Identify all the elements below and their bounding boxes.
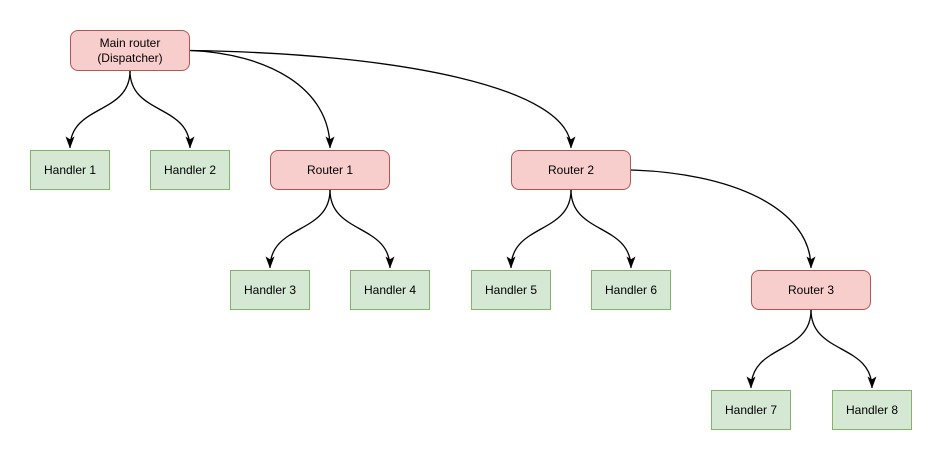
node-handler-2: Handler 2: [150, 150, 230, 190]
node-main-router-dispatcher: Main router (Dispatcher): [70, 30, 190, 71]
node-router-2: Router 2: [511, 150, 631, 190]
node-handler-3: Handler 3: [230, 270, 310, 310]
edge-r3-to-h7: [746, 309, 812, 389]
node-router-1: Router 1: [270, 150, 390, 190]
node-handler-4: Handler 4: [350, 270, 430, 310]
node-handler-1: Handler 1: [30, 150, 110, 190]
node-handler-6: Handler 6: [591, 270, 671, 310]
edge-main-to-r2: [189, 49, 576, 149]
edge-r1-to-h4: [329, 189, 395, 269]
edge-r1-to-h3: [265, 189, 331, 269]
edge-r2-to-h5: [506, 189, 572, 269]
edge-r2-to-h6: [570, 189, 636, 269]
node-handler-5: Handler 5: [471, 270, 551, 310]
edge-main-to-r1: [189, 49, 335, 149]
node-handler-8: Handler 8: [832, 390, 912, 430]
node-router-3: Router 3: [751, 270, 871, 310]
edge-r3-to-h8: [810, 309, 877, 389]
edge-main-to-h1: [65, 70, 131, 149]
node-handler-7: Handler 7: [711, 390, 791, 430]
edge-r2-to-r3: [630, 169, 816, 269]
edge-main-to-h2: [129, 70, 195, 149]
